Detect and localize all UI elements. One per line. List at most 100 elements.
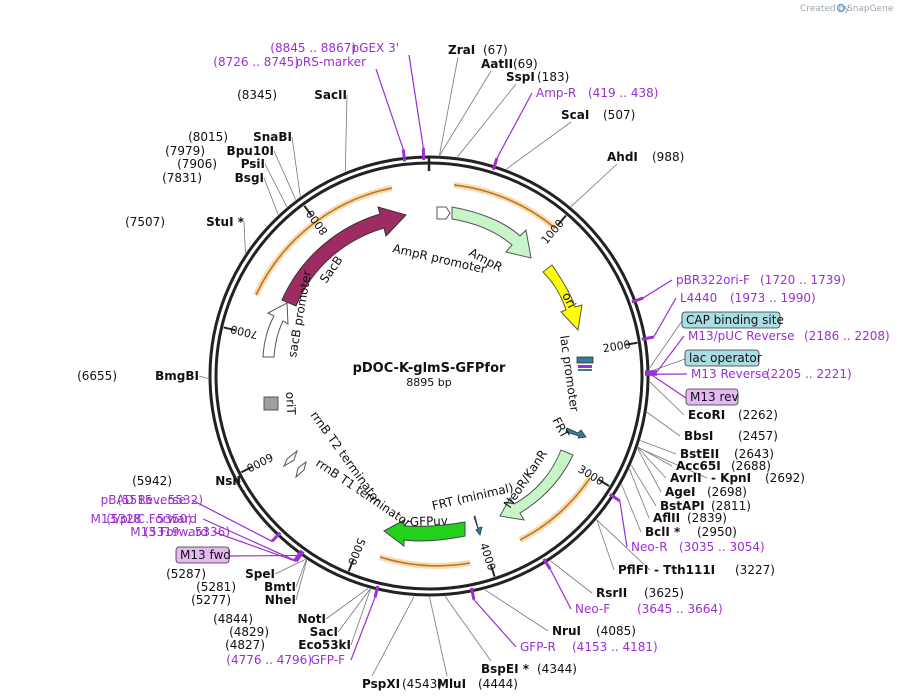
feature-shapes [262,206,594,547]
site-position-sspi-183: (183) [537,70,569,84]
site-leader-snabi-8015 [291,136,301,197]
site-leader-scai-507 [506,121,572,170]
primer-range-l4440: (1973 .. 1990) [730,291,816,305]
primer-name-m13-reverse: M13 Reverse [691,367,769,381]
site-name-pflfi-3227: PflFI [618,563,648,577]
site-name-mlui-4444: MluI [437,677,466,691]
primer-name-m13-puc-forward: M13/pUC Forward [90,512,197,526]
primer-name-prs-marker: pRS-marker [295,55,366,69]
site-position-nhei-5277: (5277) [191,593,231,607]
primer-mark-amp-r [491,157,499,171]
primer-mark-pbad-reverse [270,531,282,543]
primer-mark-pbr322ori-f [631,296,644,304]
site-position-ahdi-988: (988) [652,150,684,164]
primer-name-l4440: L4440 [680,291,717,305]
site-position-bsgi-7831: (7831) [162,171,202,185]
site-name-acc65i-2688: Acc65I [676,459,721,473]
primer-leader-prs-marker [375,68,404,150]
orf-arcs [253,182,593,569]
boxed-label-bg-m13-fwd [175,546,230,564]
site-leader-noti-4844 [325,588,369,620]
site-leader-saci-4829 [337,588,371,633]
site-position-saci-4829: (4829) [229,625,269,639]
primer-leader-pgex-3 [408,54,424,149]
watermark-brand: SnapGene [847,4,894,14]
primer-range-gfp-f: (4776 .. 4796) [226,653,312,667]
primer-leader-m13-puc-reverse [656,335,685,373]
site-leader-spei-5287 [274,558,306,575]
tick-mark-5000 [347,559,355,572]
site-name-aatii-69: AatII [481,57,513,71]
tick-label-3000: 3000 [576,463,607,489]
site-name-psii-7906: PsiI [241,157,265,171]
site-leader-eco53ki-4827 [350,588,371,646]
site-position-spei-5287: (5287) [166,567,206,581]
tick-label-6000: 6000 [244,450,275,474]
site-leader-sspi-183 [457,83,517,158]
site-name-bcli-2950: BclI * [645,525,681,539]
site-position-tth111i-3227: (3227) [735,563,775,577]
primer-name-gfp-f: GFP-F [311,653,346,667]
primer-range-m13-reverse: (2205 .. 2221) [766,367,852,381]
primer-name-pgex-3: pGEX 3' [352,41,399,55]
primer-range-m13-forward: (5319 .. 5336) [144,525,230,539]
site-position-kpni-2692: (2692) [765,471,805,485]
site-name-saci-4829: SacI [310,625,338,639]
site-position-bcli-2950: (2950) [697,525,737,539]
site-leader-kpni-2692 [637,447,708,479]
site-leader-aatii-69 [439,70,492,156]
primer-range-gfp-r: (4153 .. 4181) [572,640,658,654]
site-leader-rsrii-3625 [550,560,593,594]
site-leader-aflii-2839 [629,468,650,519]
site-name-aflii-2839: AflII [653,511,680,525]
feature-label-ori: ori [559,290,578,310]
tick-label-2000: 2000 [602,338,632,355]
site-position-mlui-4444: (4444) [478,677,518,691]
primer-mark-gfp-r [470,587,476,600]
site-name-sspi-183: SspI [506,70,535,84]
site-name-nhei-5277: NheI [265,593,296,607]
site-name-bmti-5281: BmtI [264,580,296,594]
site-name-nsii-5942: NsiI [215,474,241,488]
site-position-aflii-2839: (2839) [687,511,727,525]
primer-leader-l4440 [653,297,677,338]
boxed-label-lac-operator: lac operator [689,351,762,365]
site-leader-sacii-8345 [344,94,348,172]
site-name-kpni-2692: - KpnI [711,471,751,485]
site-name-zrai-67: ZraI [448,43,475,57]
primer-leader-gfp-f [350,597,376,661]
site-position-nrui-4085: (4085) [596,624,636,638]
primer-mark-prs-marker [401,149,407,162]
site-leader-ecori-2262 [649,381,685,416]
site-leader-nhei-5277 [295,560,308,601]
site-name-bsteii-2643: BstEII [680,447,719,461]
primer-mark-neo-f [542,558,552,570]
feature-label-sacb-promoter: sacB promoter [285,269,314,358]
site-leader-nrui-4085 [484,589,549,632]
site-name-bbsi-2457: BbsI [684,429,713,443]
site-leader-bsteii-2643 [640,440,677,455]
primer-range-prs-marker: (8726 .. 8745) [213,55,299,69]
tick-mark-8000 [303,205,313,217]
tick-label-5000: 5000 [345,536,368,567]
site-position-rsrii-3625: (3625) [644,586,684,600]
site-name-nrui-4085: NruI [552,624,581,638]
site-name-bpu10i-7979: Bpu10I [227,144,274,158]
primer-name-neo-f: Neo-F [575,602,610,616]
site-name-bsgi-7831: BsgI [235,171,264,185]
feature-label-frt-minimal: FRT (minimal) [431,481,515,513]
site-position-zrai-67: (67) [483,43,508,57]
feature-label-frt: FRT [549,415,572,441]
site-name-bstapi-2811: BstAPI [660,499,705,513]
site-name-scai-507: ScaI [561,108,589,122]
primer-mark-m13-forward [295,550,305,563]
primer-mark-l4440 [641,335,654,341]
site-name-bspei-4344: BspEI * [481,662,530,676]
site-leader-bspei-4344 [444,596,492,662]
site-position-snabi-8015: (8015) [188,130,228,144]
site-leader-bsgi-7831 [263,177,279,215]
site-leader-bmgbi-6655 [198,375,209,379]
primer-range-neo-f: (3645 .. 3664) [637,602,723,616]
primer-name-neo-r: Neo-R [631,540,668,554]
site-position-eco53ki-4827: (4827) [225,638,265,652]
